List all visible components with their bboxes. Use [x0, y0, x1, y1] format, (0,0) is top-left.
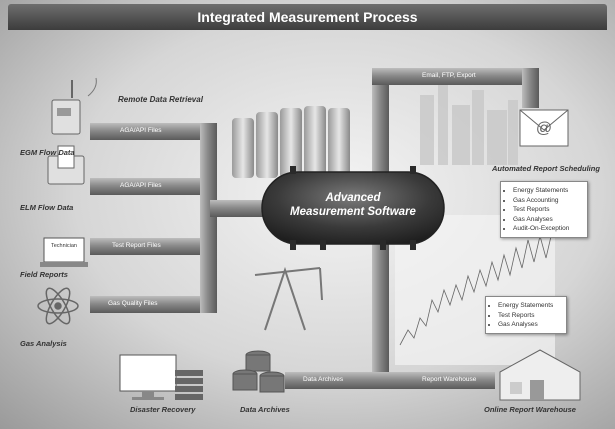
- automated-item: Test Reports: [513, 205, 583, 215]
- source-pipes: [90, 123, 280, 313]
- pipe-label-test-report: Test Report Files: [112, 242, 161, 249]
- source-label-field: Field Reports: [20, 270, 68, 279]
- automated-scheduling-label: Automated Report Scheduling: [492, 164, 600, 173]
- source-label-elm: ELM Flow Data: [20, 203, 74, 212]
- pipe-label-aga-1: AGA/API Files: [120, 127, 162, 134]
- automated-item: Energy Statements: [513, 186, 583, 196]
- pipe-label-aga-2: AGA/API Files: [120, 182, 162, 189]
- remote-retrieval-label: Remote Data Retrieval: [118, 95, 203, 104]
- automated-item: Audit-On-Exception: [513, 224, 583, 234]
- core-line-1: Advanced: [325, 192, 381, 204]
- pipe-label-gas-quality: Gas Quality Files: [108, 300, 158, 307]
- city-skyline: [420, 80, 518, 165]
- automated-item: Gas Analyses: [513, 215, 583, 225]
- archive-pipes: [285, 230, 495, 389]
- online-warehouse-label: Online Report Warehouse: [484, 405, 576, 414]
- monitor-icon: [119, 354, 177, 400]
- egm-device-icon: [51, 77, 97, 135]
- pipe-label-data-archives: Data Archives: [303, 376, 344, 383]
- database-cylinders-icon: [232, 350, 285, 393]
- online-item: Test Reports: [498, 311, 562, 321]
- technician-label: Technician: [51, 243, 77, 249]
- elm-device-icon: [47, 145, 85, 185]
- automated-reports-box: Energy Statements Gas Accounting Test Re…: [500, 181, 588, 238]
- source-label-gas: Gas Analysis: [20, 339, 67, 348]
- pumpjack: [254, 266, 323, 331]
- pipe-label-report-warehouse: Report Warehouse: [422, 376, 477, 383]
- online-reports-box: Energy Statements Test Reports Gas Analy…: [485, 296, 567, 334]
- page-title: Integrated Measurement Process: [8, 4, 607, 30]
- core-title: Advanced Measurement Software: [266, 191, 440, 219]
- data-archives-label: Data Archives: [240, 405, 290, 414]
- core-capsule: [261, 166, 445, 250]
- automated-item: Gas Accounting: [513, 196, 583, 206]
- server-rack-icon: [175, 370, 203, 400]
- laptop-icon: [40, 237, 88, 267]
- email-envelope-icon: @: [519, 109, 569, 147]
- atom-icon: [37, 287, 79, 325]
- storage-tanks: [232, 106, 350, 178]
- warehouse-building-icon: [499, 349, 581, 401]
- core-line-2: Measurement Software: [290, 206, 416, 218]
- online-item: Gas Analyses: [498, 320, 562, 330]
- online-item: Energy Statements: [498, 301, 562, 311]
- disaster-recovery-label: Disaster Recovery: [130, 405, 196, 414]
- pipe-label-export: Email, FTP, Export: [422, 72, 476, 79]
- source-label-egm: EGM Flow Data: [20, 148, 75, 157]
- svg-text:@: @: [536, 120, 552, 137]
